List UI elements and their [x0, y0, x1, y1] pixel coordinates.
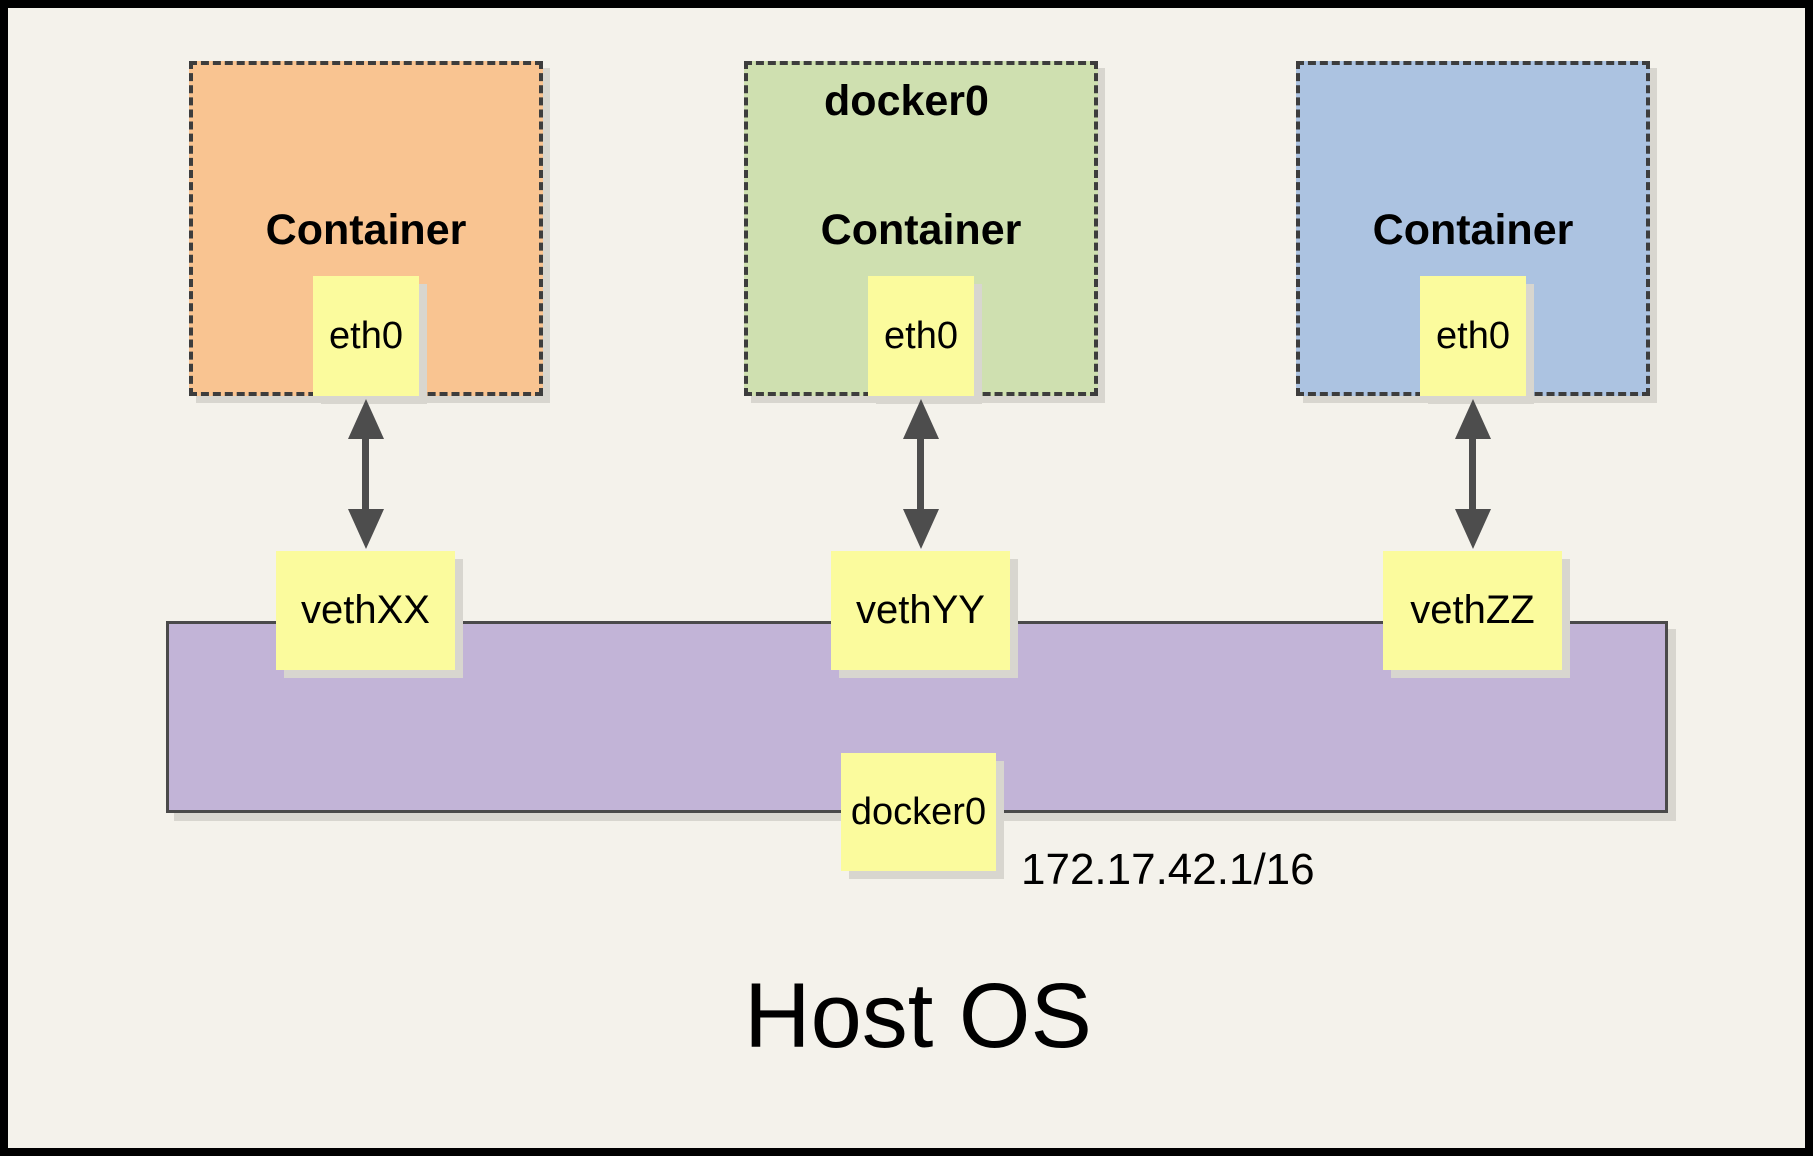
container-3-eth0-box: eth0 — [1420, 276, 1526, 396]
bidirectional-arrow-2 — [903, 399, 939, 549]
vethZZ-label: vethZZ — [1410, 588, 1535, 632]
docker0-interface-label: docker0 — [850, 790, 987, 833]
container-2-eth0-label: eth0 — [884, 314, 958, 357]
vethYY-box: vethYY — [831, 551, 1010, 670]
docker0-bridge-label: docker0 — [824, 77, 989, 125]
container-box-2: Container eth0 — [744, 61, 1098, 396]
container-3-label: Container — [1372, 206, 1574, 254]
arrow-shaft — [917, 429, 924, 519]
container-3-eth0-label: eth0 — [1436, 314, 1510, 357]
bridge-ip-label: 172.17.42.1/16 — [1021, 845, 1315, 894]
vethXX-box: vethXX — [276, 551, 455, 670]
arrow-down-icon — [1455, 509, 1491, 549]
vethYY-label: vethYY — [856, 588, 985, 632]
docker0-interface-box: docker0 — [841, 753, 996, 871]
container-1-eth0-box: eth0 — [313, 276, 419, 396]
container-box-3: Container eth0 — [1296, 61, 1650, 396]
arrow-shaft — [362, 429, 369, 519]
arrow-shaft — [1469, 429, 1476, 519]
arrow-down-icon — [903, 509, 939, 549]
arrow-down-icon — [348, 509, 384, 549]
container-1-eth0-label: eth0 — [329, 314, 403, 357]
container-1-label: Container — [265, 206, 467, 254]
vethZZ-box: vethZZ — [1383, 551, 1562, 670]
vethXX-label: vethXX — [301, 588, 430, 632]
container-2-eth0-box: eth0 — [868, 276, 974, 396]
bidirectional-arrow-1 — [348, 399, 384, 549]
container-box-1: Container eth0 — [189, 61, 543, 396]
bidirectional-arrow-3 — [1455, 399, 1491, 549]
container-2-label: Container — [820, 206, 1022, 254]
host-os-label: Host OS — [744, 965, 1092, 1067]
